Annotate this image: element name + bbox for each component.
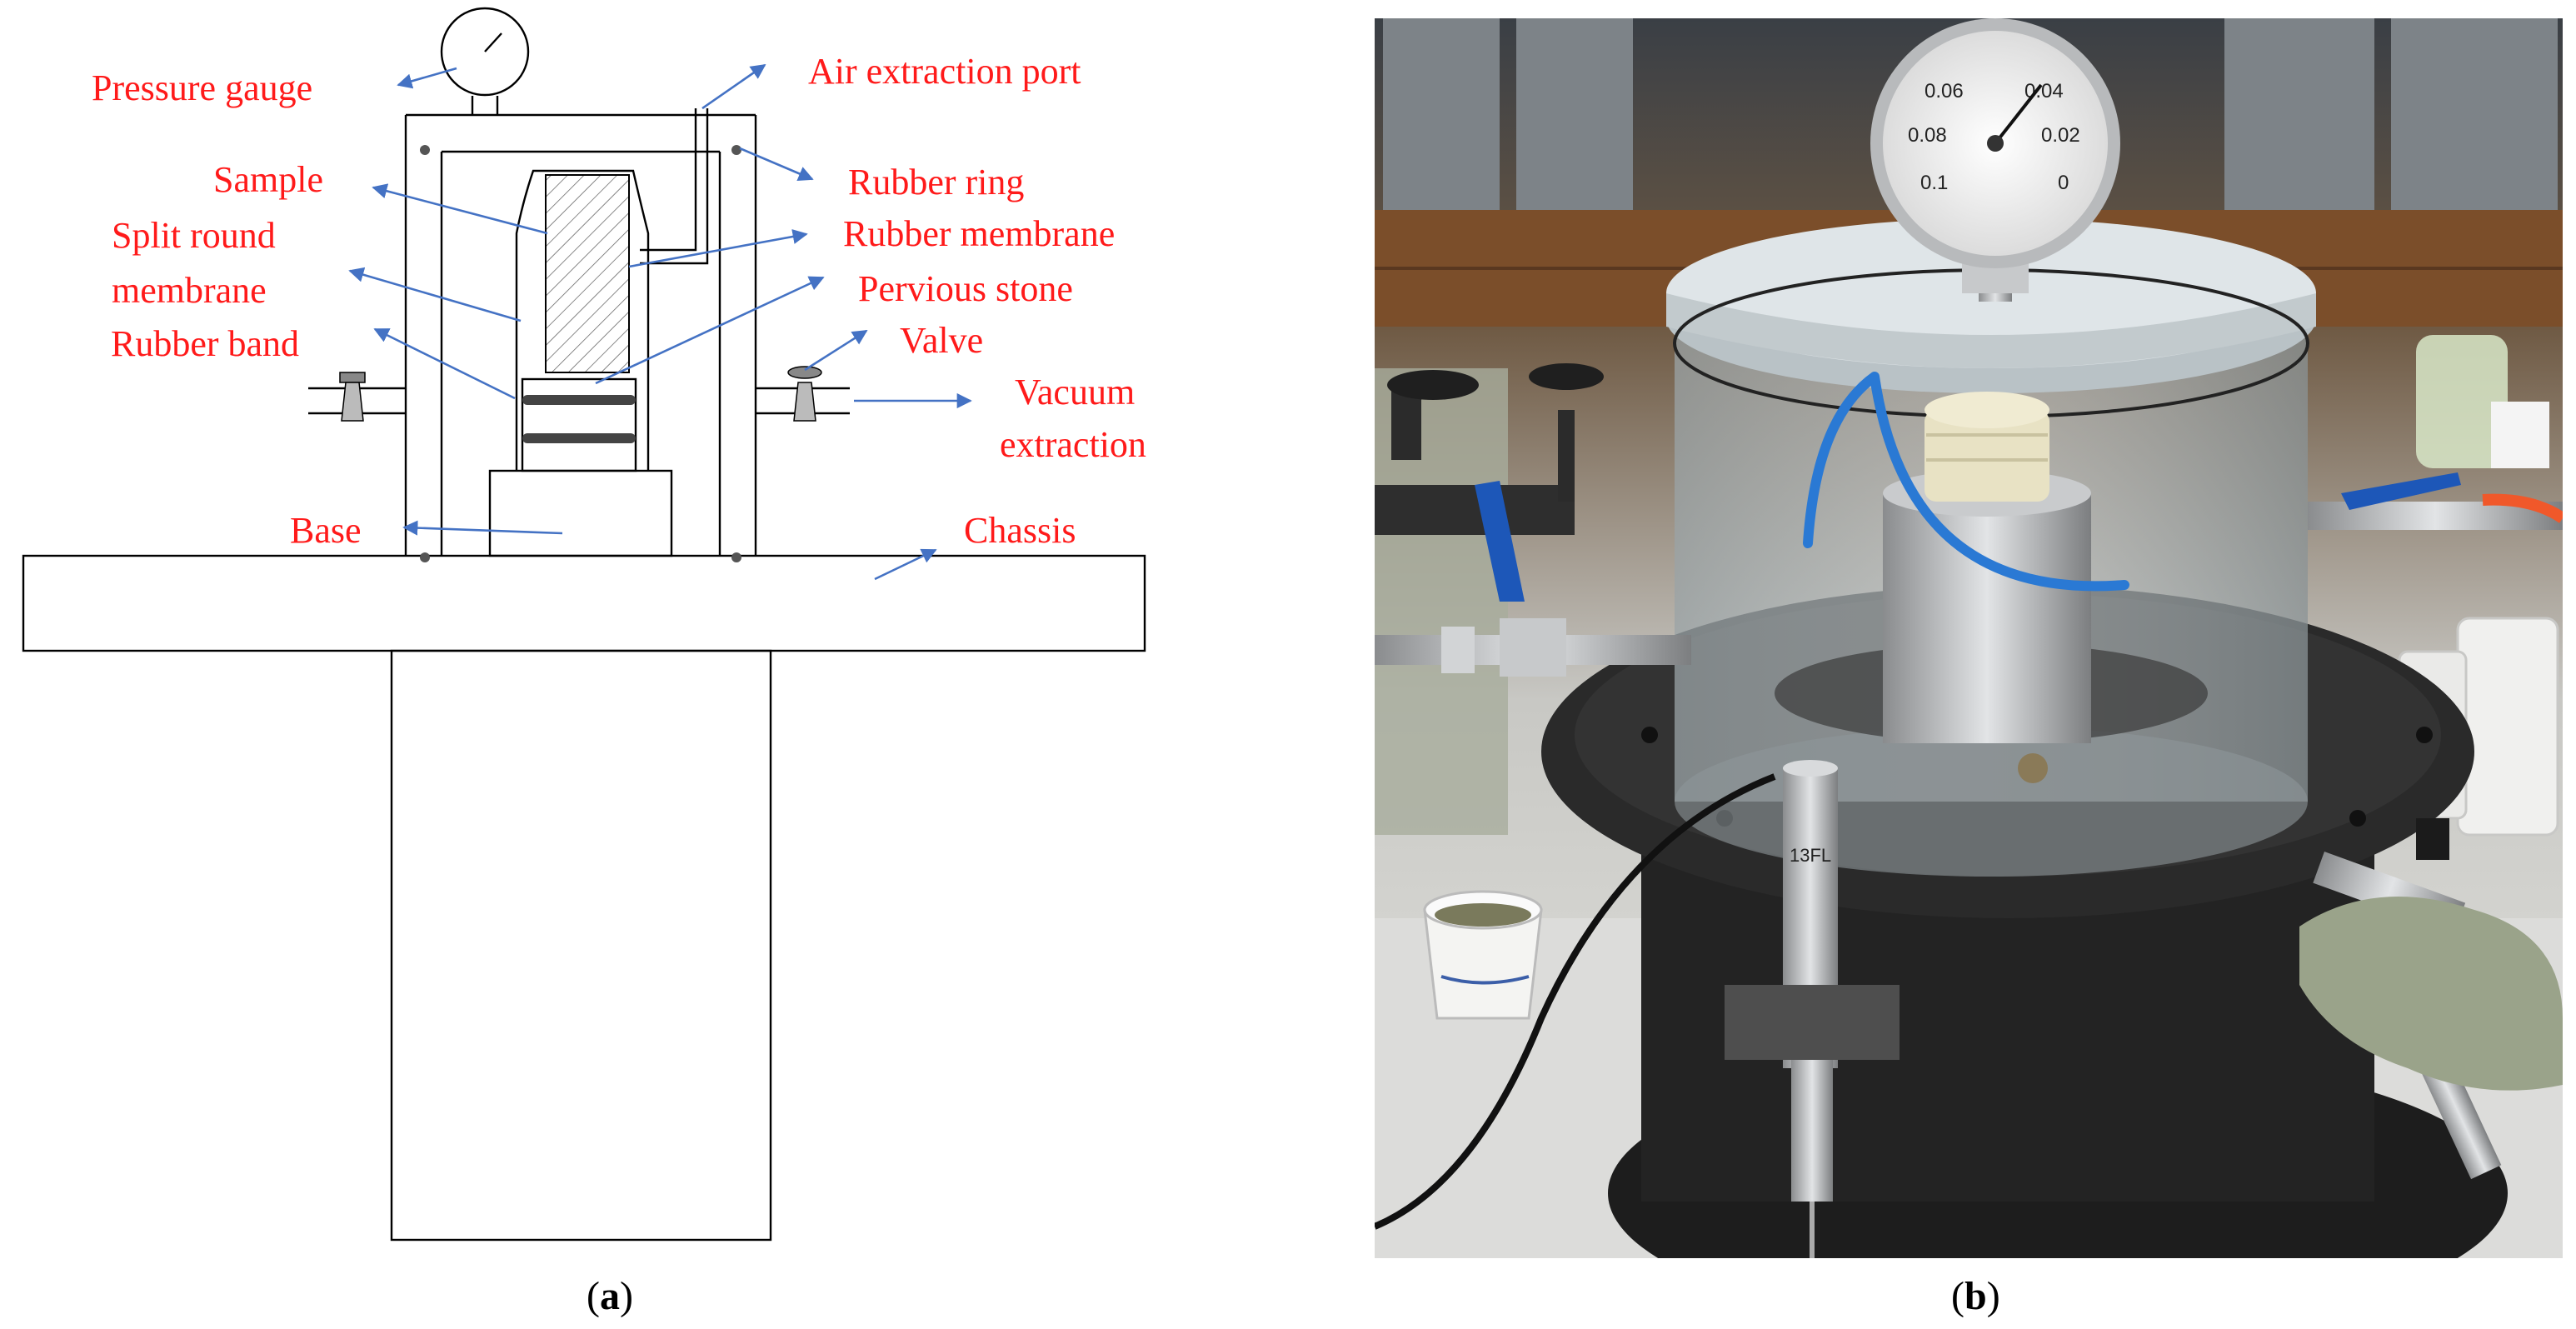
schematic-diagram: Pressure gauge Air extraction port Sampl… — [22, 7, 1146, 1242]
label-vacuum-2: extraction — [1000, 424, 1146, 465]
displacement-sensor: 13FL — [1375, 760, 1900, 1258]
chamber-walls — [404, 113, 757, 556]
label-split-round-2: membrane — [112, 270, 267, 311]
label-chassis: Chassis — [964, 510, 1076, 551]
sensor-label: 13FL — [1790, 845, 1831, 866]
label-air-extraction-port: Air extraction port — [808, 51, 1081, 92]
paper-cup — [1423, 890, 1543, 1020]
window-panes — [1383, 18, 2558, 235]
gauge-tick-006: 0.06 — [1925, 80, 1964, 102]
green-cloth — [2299, 897, 2563, 1091]
blue-tube — [1803, 372, 2129, 592]
sample-holder-photo — [1883, 392, 2091, 783]
gauge-photo: 0.06 0.04 0.08 0.02 0.1 0 — [1870, 18, 2120, 302]
rubber-band-lower — [522, 433, 636, 443]
rubber-band-upper — [522, 395, 636, 405]
gauge-tick-008: 0.08 — [1908, 124, 1947, 147]
label-rubber-ring: Rubber ring — [848, 162, 1024, 202]
gauge-tick-0: 0 — [2058, 172, 2069, 194]
label-pressure-gauge: Pressure gauge — [92, 67, 312, 108]
caption-a: (a) — [587, 1274, 633, 1318]
left-valve — [308, 372, 406, 422]
air-extraction-pipe — [640, 108, 709, 265]
label-valve: Valve — [900, 320, 983, 361]
background-chamber — [1375, 363, 1604, 835]
label-rubber-band: Rubber band — [111, 323, 299, 364]
gauge-tick-01: 0.1 — [1920, 172, 1948, 194]
apparatus-photo: 0.06 0.04 0.08 0.02 0.1 0 — [1375, 18, 2563, 1258]
left-valve-photo — [1375, 481, 1691, 677]
leader-arrows — [348, 63, 972, 581]
gauge-tick-002: 0.02 — [2041, 124, 2080, 147]
rubber-rings — [420, 145, 741, 562]
label-rubber-membrane: Rubber membrane — [843, 213, 1115, 254]
base-block — [488, 469, 673, 557]
chassis-plate — [22, 554, 1146, 652]
right-valve — [756, 366, 850, 422]
caption-b: (b) — [1951, 1274, 2000, 1318]
right-valve-photo — [2308, 472, 2563, 530]
stand-column — [390, 649, 772, 1242]
label-base: Base — [290, 510, 362, 551]
label-split-round-1: Split round — [112, 215, 276, 256]
label-vacuum-1: Vacuum — [1015, 372, 1135, 412]
sample-assembly — [515, 169, 650, 472]
label-sample: Sample — [213, 159, 323, 200]
pressure-gauge-drawing — [440, 7, 530, 115]
label-pervious-stone: Pervious stone — [858, 268, 1073, 309]
